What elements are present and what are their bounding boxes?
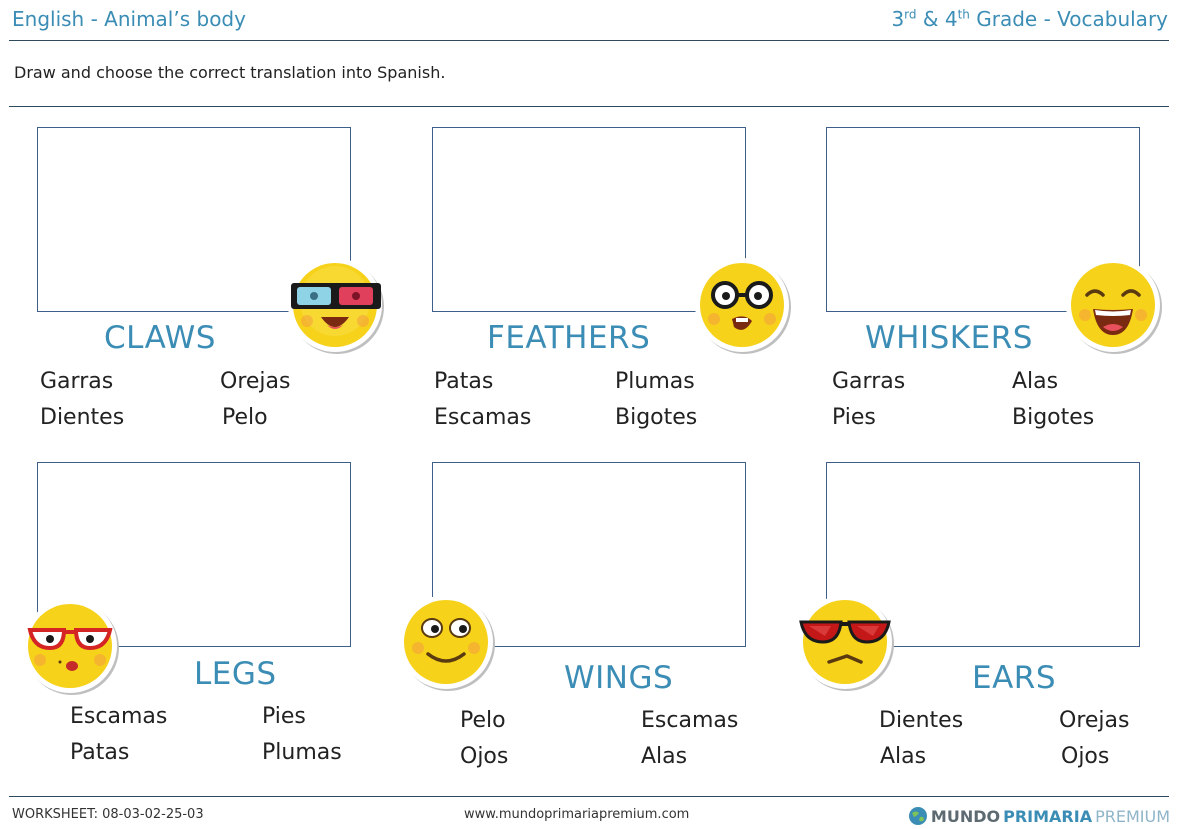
answer-option[interactable]: Orejas <box>1059 708 1130 733</box>
vocab-word: CLAWS <box>104 320 216 356</box>
answer-option[interactable]: Plumas <box>615 369 695 394</box>
drawing-box-feathers[interactable] <box>432 127 746 312</box>
instruction-text: Draw and choose the correct translation … <box>14 63 446 82</box>
answer-option[interactable]: Dientes <box>879 708 964 733</box>
answer-option[interactable]: Ojos <box>1061 744 1110 769</box>
answer-option[interactable]: Patas <box>70 740 130 765</box>
answer-option[interactable]: Orejas <box>220 369 291 394</box>
answer-option[interactable]: Pies <box>262 704 306 729</box>
sunglasses-emoji-icon <box>798 595 894 691</box>
vocab-word: LEGS <box>194 656 277 692</box>
answer-option[interactable]: Garras <box>832 369 906 394</box>
grade-label: 3rd & 4th Grade - Vocabulary <box>891 7 1168 31</box>
nerd-glasses-emoji-icon <box>695 258 791 354</box>
answer-option[interactable]: Patas <box>434 369 494 394</box>
instruction-divider <box>9 106 1169 107</box>
answer-option[interactable]: Bigotes <box>1012 405 1095 430</box>
answer-option[interactable]: Escamas <box>434 405 532 430</box>
vocab-word: WHISKERS <box>865 320 1033 356</box>
answer-option[interactable]: Garras <box>40 369 114 394</box>
red-glasses-emoji-icon <box>23 599 119 695</box>
answer-option[interactable]: Alas <box>1012 369 1059 394</box>
header-divider <box>9 40 1169 41</box>
answer-option[interactable]: Escamas <box>70 704 168 729</box>
answer-option[interactable]: Dientes <box>40 405 125 430</box>
vocab-word: FEATHERS <box>487 320 651 356</box>
laughing-emoji-icon <box>1066 258 1162 354</box>
website-link[interactable]: www.mundoprimariapremium.com <box>464 807 690 822</box>
answer-option[interactable]: Ojos <box>460 744 509 769</box>
worksheet-title: English - Animal’s body <box>12 7 246 31</box>
answer-option[interactable]: Pelo <box>460 708 506 733</box>
answer-option[interactable]: Bigotes <box>615 405 698 430</box>
footer-divider <box>9 796 1169 797</box>
answer-option[interactable]: Escamas <box>641 708 739 733</box>
answer-option[interactable]: Alas <box>880 744 927 769</box>
3d-glasses-emoji-icon <box>288 258 384 354</box>
worksheet-code: WORKSHEET: 08-03-02-25-03 <box>12 807 204 822</box>
vocab-word: EARS <box>972 660 1057 696</box>
silly-eyes-emoji-icon <box>399 595 495 691</box>
answer-option[interactable]: Plumas <box>262 740 342 765</box>
answer-option[interactable]: Pies <box>832 405 876 430</box>
vocab-word: WINGS <box>564 660 674 696</box>
answer-option[interactable]: Alas <box>641 744 688 769</box>
answer-option[interactable]: Pelo <box>222 405 268 430</box>
globe-icon <box>908 807 927 825</box>
